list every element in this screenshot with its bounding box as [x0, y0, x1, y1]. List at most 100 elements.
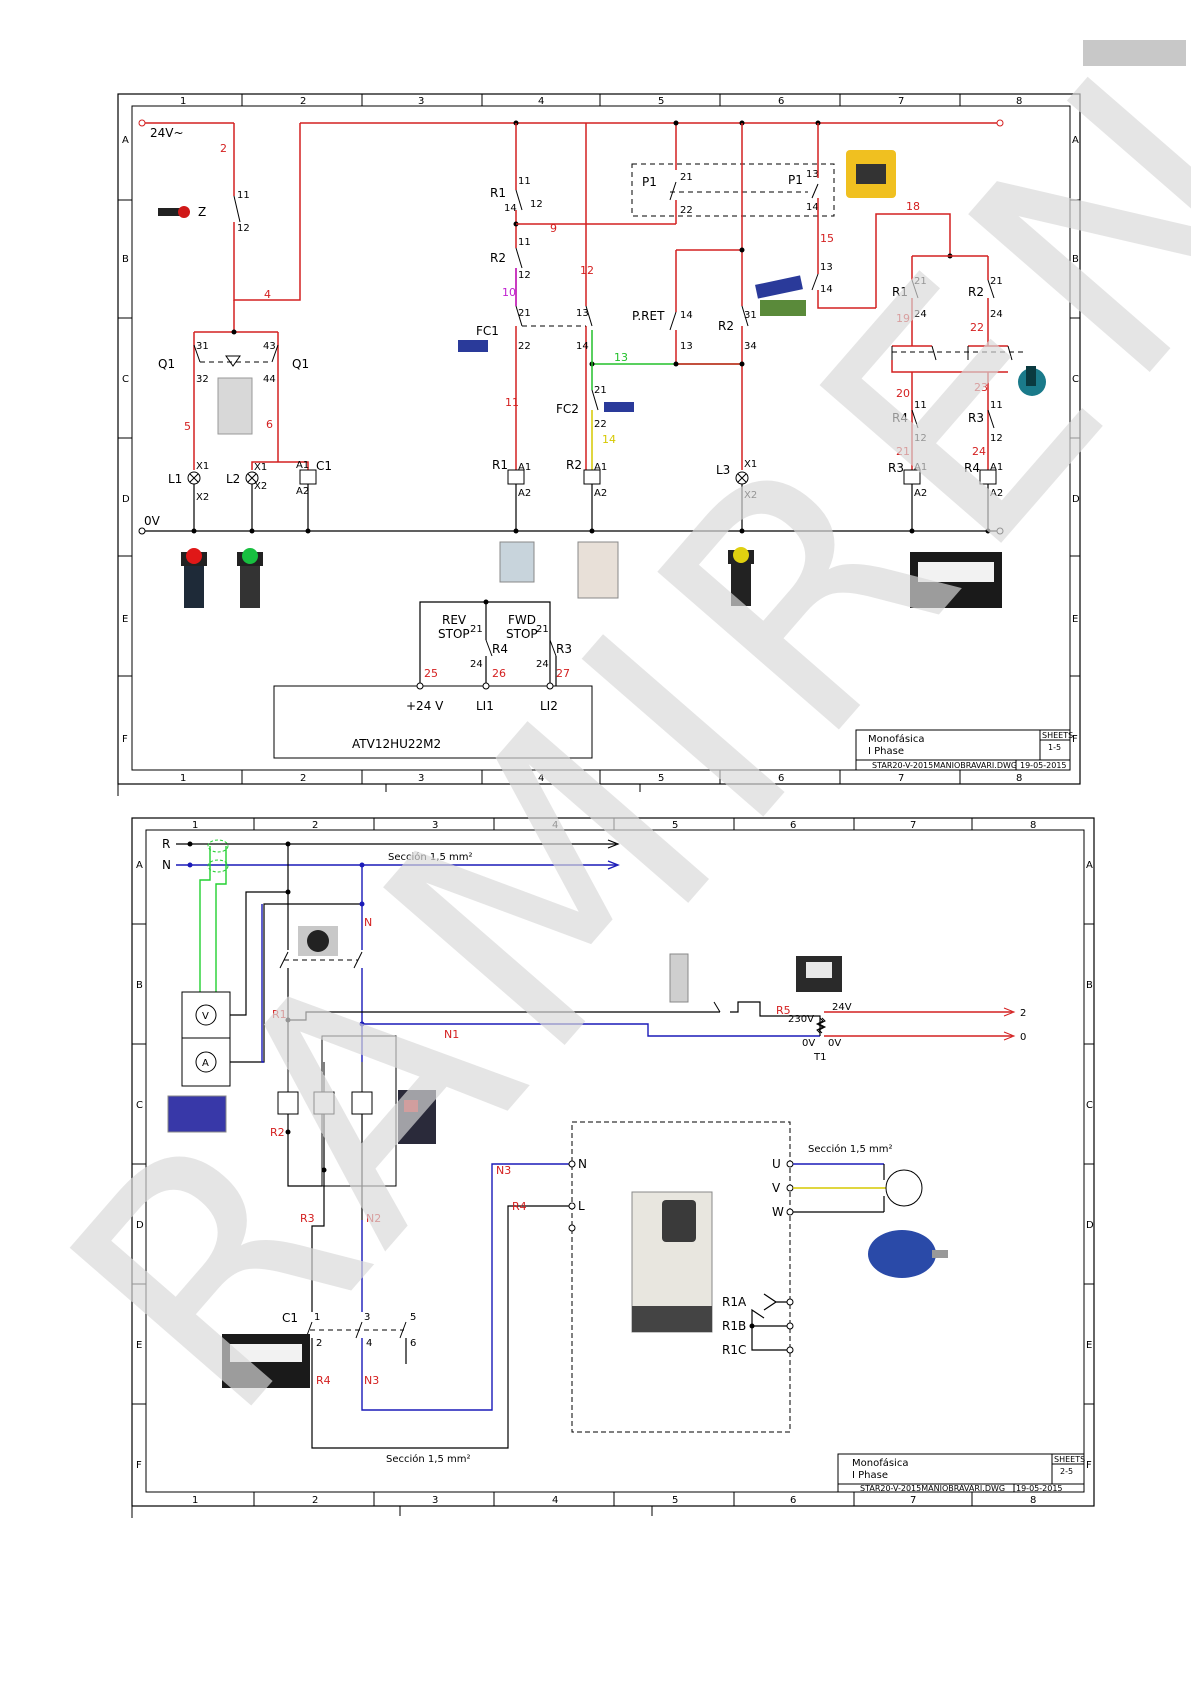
s1-l2-x2: X2: [254, 481, 267, 492]
s1-r1-a2: A2: [518, 488, 531, 499]
s2-drive-v: V: [772, 1181, 781, 1195]
s2-drive-l: L: [578, 1199, 585, 1213]
s1-date: 19-05-2015: [1020, 761, 1067, 770]
s1-wire-14: 14: [602, 433, 616, 446]
s1-row-b-right: B: [1072, 254, 1079, 265]
s1-q1-t44: 44: [263, 374, 276, 385]
s2-c1-t5: 5: [410, 1312, 416, 1323]
s1-col-2: 2: [300, 96, 306, 107]
s1-row-e: E: [122, 614, 128, 625]
s1-label-z: Z: [198, 205, 206, 219]
s1-rev-r4: R4: [492, 642, 508, 656]
s1-col-8-bottom: 8: [1016, 773, 1022, 784]
s1-label-r4-coil: R4: [964, 461, 980, 475]
s1-r1-a1: A1: [518, 462, 531, 473]
s2-wire-r2: R2: [270, 1126, 285, 1139]
s1-r1-t12: 12: [530, 199, 543, 210]
s1-wire-2: 2: [220, 142, 227, 155]
s1-col-4-bottom: 4: [538, 773, 544, 784]
panel-meter-image: [167, 1095, 227, 1133]
s1-l1-x1: X1: [196, 461, 209, 472]
drive-box: [571, 1121, 791, 1433]
s2-sheets-label: SHEETS: [1054, 1455, 1085, 1464]
s1-r1-t11: 11: [518, 176, 531, 187]
s1-r4-a1: A1: [990, 462, 1003, 473]
s1-r3-a1: A1: [914, 462, 927, 473]
s2-row-b-right: B: [1086, 980, 1093, 991]
s2-sheets-value: 2-5: [1060, 1467, 1073, 1476]
s1-label-q1-left: Q1: [158, 357, 175, 371]
s1-c1-a2: A2: [296, 486, 309, 497]
s1-label-fc1: FC1: [476, 324, 499, 338]
s2-row-c-right: C: [1086, 1100, 1093, 1111]
lamp-l1: [187, 471, 201, 485]
s1-col-8: 8: [1016, 96, 1022, 107]
s1-wire-26: 26: [492, 667, 506, 680]
s2-row-f-right: F: [1086, 1460, 1092, 1471]
s1-fc1-t21: 21: [518, 308, 531, 319]
s1-fc1-t13: 13: [576, 308, 589, 319]
s2-drive-u: U: [772, 1157, 781, 1171]
s2-row-b: B: [136, 980, 143, 991]
s2-phase-n: N: [162, 858, 171, 872]
s1-wire-9: 9: [550, 222, 557, 235]
s2-col-5-bottom: 5: [672, 1495, 678, 1506]
s2-row-d: D: [136, 1220, 144, 1231]
s1-row-f-right: F: [1072, 734, 1078, 745]
s1-sheets-value: 1-5: [1048, 743, 1061, 752]
s1-p1-t22: 22: [680, 205, 693, 216]
s2-row-c: C: [136, 1100, 143, 1111]
s1-label-p1-left: P1: [642, 175, 657, 189]
s1-l3-x2: X2: [744, 490, 757, 501]
s1-pret-t13: 13: [680, 341, 693, 352]
s1-rev-stop-label: STOP: [438, 627, 470, 641]
s1-p1-t14: 14: [806, 202, 819, 213]
s2-wire-n: N: [364, 916, 372, 929]
s1-wire-24: 24: [972, 445, 986, 458]
s1-row-f: F: [122, 734, 128, 745]
selector-switch-image: [1018, 366, 1046, 396]
s2-meter-a: A: [202, 1058, 209, 1069]
s1-row-c: C: [122, 374, 129, 385]
s1-fc1-t22: 22: [518, 341, 531, 352]
motor-symbol: [885, 1169, 923, 1207]
s2-col-3-bottom: 3: [432, 1495, 438, 1506]
s2-relay-r1a: R1A: [722, 1295, 747, 1309]
s2-wire-r3: R3: [300, 1212, 315, 1225]
motor-image: [868, 1230, 948, 1278]
s2-col-6-bottom: 6: [790, 1495, 796, 1506]
s2-col-3: 3: [432, 820, 438, 831]
s1-z-t12: 12: [237, 223, 250, 234]
s1-label-l2: L2: [226, 472, 240, 486]
s1-q1-t32: 32: [196, 374, 209, 385]
s2-col-4: 4: [552, 820, 558, 831]
s2-title-block: Monofásica I Phase SHEETS 2-5 STAR20-V-2…: [837, 1453, 1085, 1493]
s2-section-bottom: Sección 1,5 mm²: [386, 1453, 470, 1465]
reversing-contactor-image: [910, 552, 1002, 608]
s1-file-name: STAR20-V-2015MANIOBRAVARI.DWG: [872, 761, 1017, 770]
s1-col-1: 1: [180, 96, 186, 107]
emergency-stop-button-icon: [158, 206, 190, 218]
s1-fwd-stop-label: STOP: [506, 627, 538, 641]
s2-file-name: STAR20-V-2015MANIOBRAVARI.DWG: [860, 1484, 1005, 1493]
transformer-image: [796, 956, 842, 992]
s2-meter-v: V: [202, 1011, 209, 1022]
s1-label-r2-coil: R2: [566, 458, 582, 472]
s1-label-r2-col8: R2: [968, 285, 984, 299]
s2-row-e-right: E: [1086, 1340, 1092, 1351]
limit-switch-fc1-image: [458, 340, 488, 352]
motor-breaker-image: [398, 1090, 436, 1144]
s2-col-8-bottom: 8: [1030, 1495, 1036, 1506]
s1-title-block: Monofásica I Phase SHEETS 1-5 STAR20-V-2…: [855, 729, 1073, 771]
s2-drive-w: W: [772, 1205, 784, 1219]
s1-label-r1-col7: R1: [892, 285, 908, 299]
s1-col-3: 3: [418, 96, 424, 107]
s1-sheets-label: SHEETS: [1042, 731, 1073, 740]
s2-col-1-bottom: 1: [192, 1495, 198, 1506]
s1-r3c8-t12: 12: [990, 433, 1003, 444]
s1-wire-4: 4: [264, 288, 271, 301]
pedal-switch-p1-box: [631, 163, 835, 217]
s1-drive-li2: LI2: [540, 699, 558, 713]
s1-r2-t11: 11: [518, 237, 531, 248]
